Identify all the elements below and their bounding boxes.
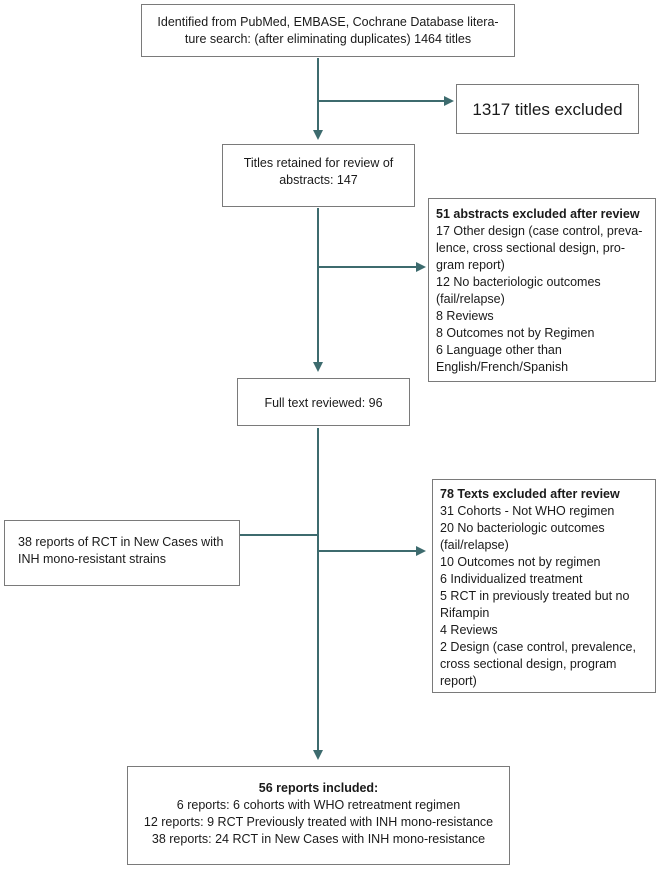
abstracts-excluded-line: lence, cross sectional design, pro- — [436, 241, 625, 255]
identified-line: Identified from PubMed, EMBASE, Cochrane… — [157, 15, 499, 29]
texts-excluded-line: 4 Reviews — [440, 623, 498, 637]
abstracts-excluded-line: English/French/Spanish — [436, 360, 569, 374]
texts-excluded-box: 78 Texts excluded after review 31 Cohort… — [432, 479, 656, 693]
abstracts-excluded-line: (fail/relapse) — [436, 292, 505, 306]
full-text-text: Full text reviewed: 96 — [264, 396, 383, 410]
retained-line: abstracts: 147 — [279, 173, 358, 187]
abstracts-excluded-line: 6 Language other than — [436, 343, 562, 357]
included-line: 38 reports: 24 RCT in New Cases with INH… — [151, 832, 486, 846]
texts-excluded-line: 6 Individualized treatment — [440, 572, 583, 586]
abstracts-excluded-line: 12 No bacteriologic outcomes — [436, 275, 601, 289]
abstracts-excluded-line: 8 Outcomes not by Regimen — [436, 326, 595, 340]
texts-excluded-line: cross sectional design, program — [440, 657, 617, 671]
texts-excluded-line: Rifampin — [440, 606, 490, 620]
titles-excluded-text: 1317 titles excluded — [472, 100, 623, 119]
abstracts-excluded-line: 8 Reviews — [436, 309, 494, 323]
full-text-box: Full text reviewed: 96 — [237, 378, 410, 426]
texts-excluded-heading: 78 Texts excluded after review — [440, 487, 620, 501]
abstracts-excluded-line: 17 Other design (case control, preva- — [436, 224, 643, 238]
identified-box: Identified from PubMed, EMBASE, Cochrane… — [141, 4, 515, 57]
texts-excluded-line: (fail/relapse) — [440, 538, 509, 552]
retained-line: Titles retained for review of — [243, 156, 394, 170]
rct-reports-box: 38 reports of RCT in New Cases with INH … — [4, 520, 240, 586]
included-line: 12 reports: 9 RCT Previously treated wit… — [143, 815, 494, 829]
titles-excluded-box: 1317 titles excluded — [456, 84, 639, 134]
abstracts-excluded-heading: 51 abstracts excluded after review — [436, 207, 640, 221]
texts-excluded-line: report) — [440, 674, 477, 688]
texts-excluded-line: 2 Design (case control, prevalence, — [440, 640, 636, 654]
abstracts-excluded-line: gram report) — [436, 258, 505, 272]
texts-excluded-line: 5 RCT in previously treated but no — [440, 589, 630, 603]
included-box: 56 reports included: 6 reports: 6 cohort… — [127, 766, 510, 865]
texts-excluded-line: 10 Outcomes not by regimen — [440, 555, 601, 569]
rct-reports-line: INH mono-resistant strains — [18, 552, 166, 566]
included-heading: 56 reports included: — [258, 781, 379, 795]
rct-reports-line: 38 reports of RCT in New Cases with — [18, 535, 224, 549]
abstracts-excluded-box: 51 abstracts excluded after review 17 Ot… — [428, 198, 656, 382]
texts-excluded-line: 31 Cohorts - Not WHO regimen — [440, 504, 615, 518]
retained-box: Titles retained for review of abstracts:… — [222, 144, 415, 207]
identified-line: ture search: (after eliminating duplicat… — [184, 32, 472, 46]
texts-excluded-line: 20 No bacteriologic outcomes — [440, 521, 605, 535]
included-line: 6 reports: 6 cohorts with WHO retreatmen… — [176, 798, 461, 812]
